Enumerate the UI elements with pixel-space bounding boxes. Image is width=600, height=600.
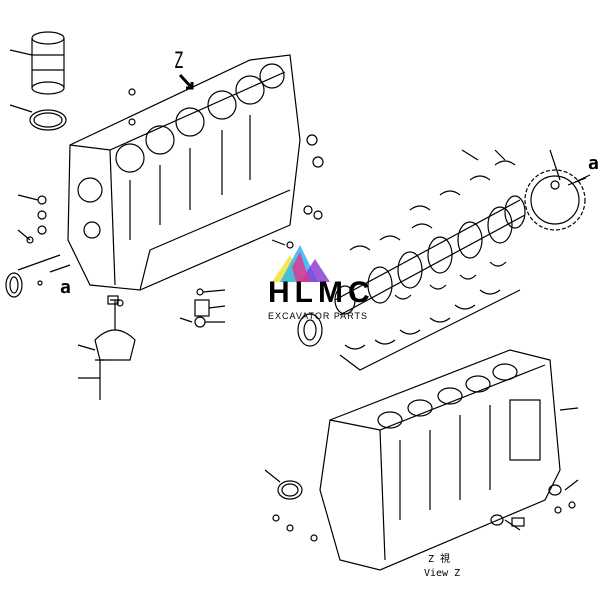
view-caption-en: View Z <box>424 568 461 579</box>
cylinder-block-main <box>67 54 301 291</box>
arrow-label-a-right: a <box>588 153 599 174</box>
view-z-marker: Z <box>173 49 184 74</box>
arrow-a-right <box>567 177 587 186</box>
watermark-brand: HLMC <box>268 276 375 309</box>
crankshaft <box>297 195 526 347</box>
watermark-tagline: EXCAVATOR PARTS <box>268 311 369 321</box>
view-direction-arrow <box>178 73 194 90</box>
cylinder-liner <box>9 31 65 95</box>
bearing-cap-and-bolts <box>77 295 136 400</box>
view-caption-jp: Z 視 <box>428 554 451 565</box>
crank-gear <box>524 149 591 231</box>
main-bearings-upper <box>349 149 516 251</box>
arrow-label-a-left: a <box>60 277 71 298</box>
arrow-a-left <box>49 264 71 273</box>
cylinder-block-view-z <box>264 349 579 571</box>
dowel-pins <box>179 288 226 328</box>
main-bearings-lower <box>339 261 521 371</box>
hlmc-logo-mark <box>272 245 330 282</box>
o-ring <box>9 104 67 131</box>
block-bolts <box>128 88 324 249</box>
small-parts-left <box>5 194 61 298</box>
